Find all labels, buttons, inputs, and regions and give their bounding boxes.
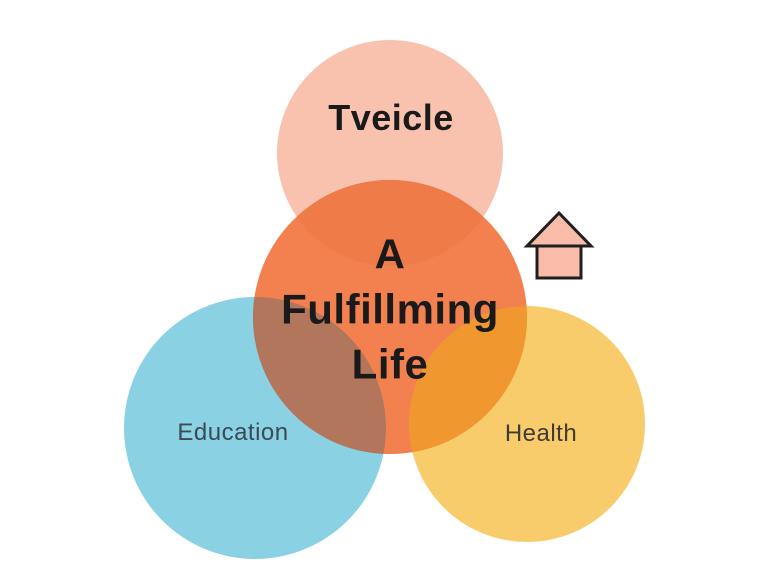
overlap-right-center (409, 306, 527, 454)
education-circle-label: Education (177, 419, 289, 446)
vehicle-circle-label: Tveicle (328, 97, 454, 138)
overlap-left-center (253, 297, 386, 454)
home-icon-roof (523, 210, 595, 248)
health-circle-label: Health (504, 420, 578, 447)
center-circle-label: A Fulfillming Life (281, 230, 499, 388)
home-icon-body (535, 244, 583, 280)
home-icon (523, 210, 595, 280)
